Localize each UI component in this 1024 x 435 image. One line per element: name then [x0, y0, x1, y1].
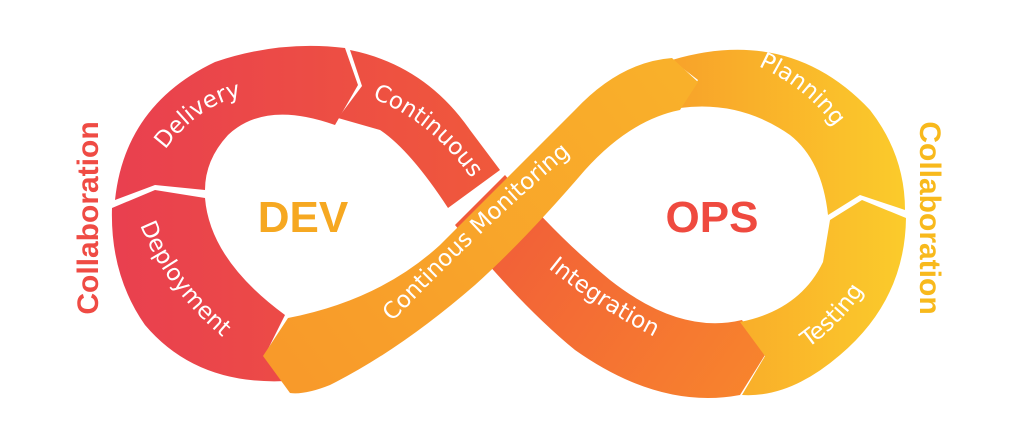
- deployment-segment: [111, 190, 300, 382]
- ops-label: OPS: [666, 193, 759, 242]
- integration-segment: [455, 175, 765, 398]
- collaboration-left-label: Collaboration: [72, 121, 105, 314]
- testing-segment: [740, 200, 906, 396]
- planning-segment: [672, 49, 905, 215]
- continuous-segment: [338, 50, 500, 208]
- continuous-monitoring-band: [263, 58, 698, 394]
- delivery-segment: [115, 45, 358, 200]
- dev-label: DEV: [258, 193, 349, 242]
- collaboration-right-label: Collaboration: [913, 121, 946, 314]
